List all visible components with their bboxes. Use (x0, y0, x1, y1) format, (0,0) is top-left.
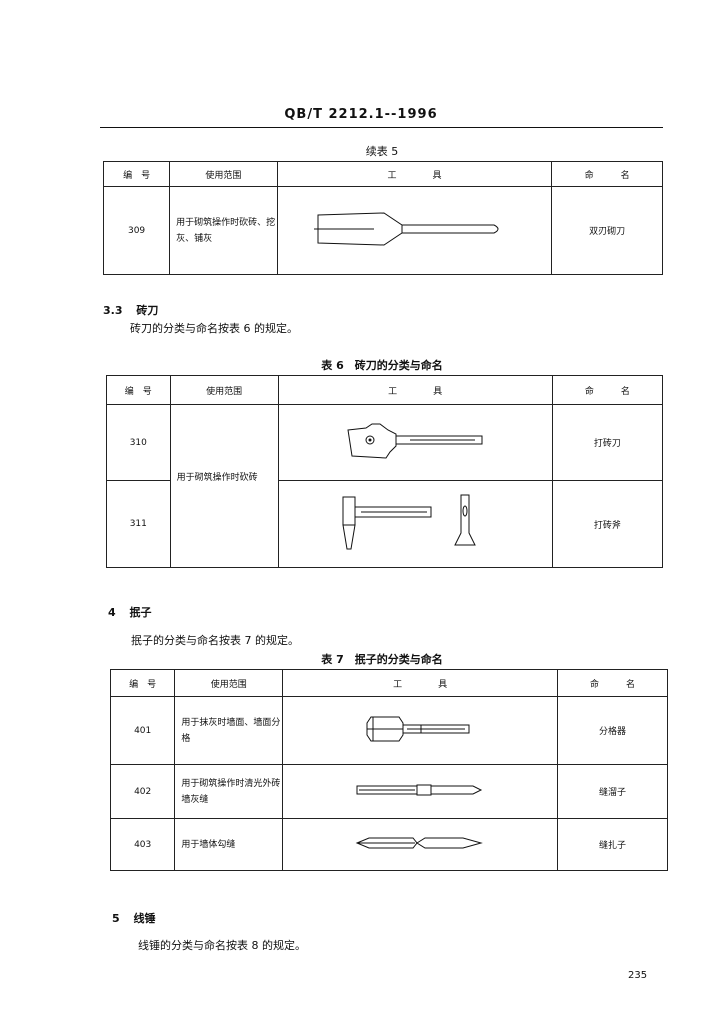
col-tool: 工 具 (282, 669, 559, 697)
section-5-heading: 5 线锤 (112, 910, 156, 926)
row-number: 402 (109, 764, 176, 819)
col-scope: 使用范围 (174, 669, 284, 697)
row-scope: 用于砌筑操作时清光外砖墙灰缝 (174, 764, 284, 819)
joint-divider-illustration (366, 716, 470, 742)
row-name: 缝扎子 (557, 818, 668, 871)
col-tool: 工 具 (276, 161, 553, 187)
section-4-heading: 4 抿子 (108, 604, 152, 620)
pointing-tool-illustration (355, 837, 483, 849)
section-number: 3.3 (103, 304, 123, 317)
section-title: 线锤 (133, 912, 156, 925)
table-7: 编 号 使用范围 工 具 命 名 401 用于抹灰时墙面、墙面分格 分格器 40… (109, 669, 668, 871)
col-number: 编 号 (106, 375, 171, 405)
row-number: 309 (102, 186, 171, 275)
table7-caption: 表 7 抿子的分类与命名 (321, 653, 443, 666)
section-title: 砖刀 (136, 304, 159, 317)
tool-illustration (277, 480, 553, 568)
tool-illustration (282, 764, 559, 819)
brick-axe-illustration (342, 494, 476, 549)
col-scope: 使用范围 (169, 375, 279, 405)
section-title: 抿子 (129, 606, 152, 619)
tool-illustration (282, 818, 559, 871)
page-number: 235 (628, 970, 648, 981)
col-scope: 使用范围 (169, 161, 278, 187)
table-5: 编 号 使用范围 工 具 命 名 309 用于砌筑操作时砍砖、挖灰、铺灰 双刃砌… (102, 161, 663, 275)
row-scope: 用于墙体勾缝 (174, 818, 284, 871)
section-4-text: 抿子的分类与命名按表 7 的规定。 (131, 634, 299, 647)
col-number: 编 号 (109, 669, 176, 697)
tool-illustration (282, 696, 559, 765)
section-3-3-text: 砖刀的分类与命名按表 6 的规定。 (130, 322, 298, 335)
table-row: 402 用于砌筑操作时清光外砖墙灰缝 缝溜子 (109, 764, 668, 819)
section-5-text: 线锤的分类与命名按表 8 的规定。 (138, 939, 306, 952)
header-rule (100, 127, 663, 128)
row-name: 双刃砌刀 (551, 186, 663, 275)
table5-caption: 续表 5 (365, 145, 399, 158)
col-name: 命 名 (551, 375, 664, 405)
row-name: 打砖斧 (551, 480, 664, 568)
section-number: 5 (112, 912, 120, 925)
shared-scope: 用于砌筑操作时砍砖 (169, 404, 279, 568)
double-edge-trowel-illustration (314, 212, 499, 246)
row-name: 分格器 (557, 696, 668, 765)
table6-caption: 表 6 砖刀的分类与命名 (321, 359, 443, 372)
col-tool: 工 具 (277, 375, 553, 405)
col-name: 命 名 (557, 669, 668, 697)
table-row: 309 用于砌筑操作时砍砖、挖灰、铺灰 双刃砌刀 (102, 186, 663, 275)
table-row: 310 用于砌筑操作时砍砖 打砖刀 (106, 404, 664, 568)
brick-knife-illustration (347, 423, 483, 459)
row-number: 403 (109, 818, 176, 871)
table-row: 403 用于墙体勾缝 缝扎子 (109, 818, 668, 871)
joint-slicker-illustration (356, 784, 483, 796)
row-name: 缝溜子 (557, 764, 668, 819)
tool-illustration (276, 186, 553, 275)
table-row: 401 用于抹灰时墙面、墙面分格 分格器 (109, 696, 668, 765)
table-row: 311 打砖斧 (106, 480, 664, 568)
row-name: 打砖刀 (551, 404, 664, 481)
standard-code: QB/T 2212.1--1996 (284, 107, 438, 122)
row-number: 311 (106, 480, 171, 568)
row-scope: 用于抹灰时墙面、墙面分格 (174, 696, 284, 765)
row-number: 310 (106, 404, 171, 481)
tool-illustration (277, 404, 553, 481)
row-number: 401 (109, 696, 176, 765)
col-name: 命 名 (551, 161, 663, 187)
table-6: 编 号 使用范围 工 具 命 名 310 用于砌筑操作时砍砖 打砖刀 311 (106, 375, 664, 568)
col-number: 编 号 (102, 161, 171, 187)
row-scope: 用于砌筑操作时砍砖、挖灰、铺灰 (169, 186, 278, 275)
section-number: 4 (108, 606, 116, 619)
section-3-3-heading: 3.3 砖刀 (103, 302, 158, 318)
